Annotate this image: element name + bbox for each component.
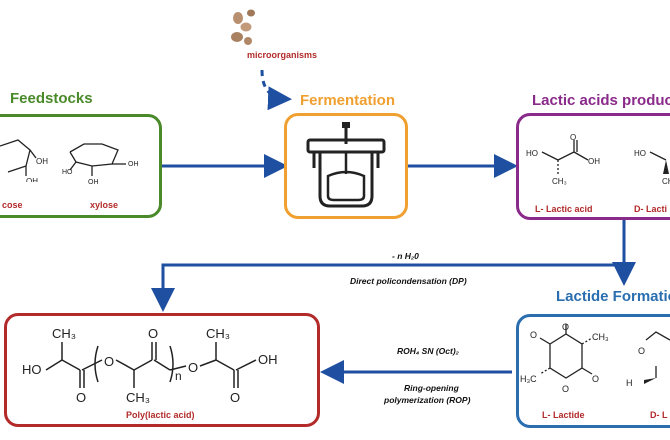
svg-text:H: H — [626, 378, 633, 388]
svg-text:CH₃: CH₃ — [52, 326, 76, 341]
d-lactic-acid-label: D- Lacti — [634, 204, 668, 214]
svg-text:O: O — [188, 360, 198, 375]
rop-process-line1: Ring-opening — [404, 383, 459, 393]
d-lactide-structure: O H — [626, 331, 670, 388]
l-lactide-structure: O O O O CH₃ H₃C — [520, 322, 609, 394]
rop-process-line2: polymerization (ROP) — [384, 395, 471, 405]
dp-process-label: Direct policondensation (DP) — [350, 276, 467, 286]
svg-text:OH: OH — [26, 177, 38, 182]
arrow-microorganisms-dashed — [260, 69, 292, 111]
microorganisms-icon — [231, 9, 255, 45]
l-lactide-label: L- Lactide — [542, 410, 585, 420]
feedstocks-title: Feedstocks — [10, 90, 93, 107]
lactide-box — [516, 314, 670, 428]
lactic-box — [516, 113, 670, 220]
pla-label: Poly(lactic acid) — [126, 410, 195, 420]
svg-text:O: O — [638, 346, 645, 356]
svg-text:O: O — [592, 374, 599, 384]
svg-text:HO: HO — [526, 149, 538, 158]
svg-text:HO: HO — [634, 149, 646, 158]
lactide-title: Lactide Formatio — [556, 288, 670, 305]
pla-structure: HO CH₃ O O CH₃ O n O CH₃ O OH — [22, 326, 278, 405]
svg-text:O: O — [562, 384, 569, 394]
l-lactic-acid-structure: HO O OH CH₃ — [526, 134, 600, 186]
svg-text:OH: OH — [88, 179, 99, 186]
svg-text:n: n — [175, 369, 182, 383]
arrow-direct-policondensation — [151, 263, 624, 312]
svg-text:CH₃: CH₃ — [552, 177, 567, 186]
svg-text:OH: OH — [588, 157, 600, 166]
svg-text:O: O — [530, 330, 537, 340]
svg-text:CH₃: CH₃ — [592, 332, 609, 342]
svg-text:O: O — [570, 134, 576, 142]
glucose-structure: OH OH — [0, 139, 48, 182]
l-lactic-acid-label: L- Lactic acid — [535, 204, 593, 214]
svg-text:O: O — [76, 390, 86, 405]
svg-text:OH: OH — [36, 157, 48, 166]
svg-text:HO: HO — [22, 362, 42, 377]
svg-text:H₃C: H₃C — [520, 374, 537, 384]
feedstocks-box — [0, 114, 162, 218]
svg-text:O: O — [148, 326, 158, 341]
svg-text:CH₃: CH₃ — [126, 390, 150, 405]
pla-box — [4, 313, 320, 427]
xylose-label: xylose — [90, 200, 119, 210]
rop-reagent-label: ROH₄ SN (Oct)₂ — [397, 346, 459, 356]
xylose-structure: HO OH OH — [62, 143, 139, 186]
fermentation-title: Fermentation — [300, 92, 396, 109]
microorganisms-label: microorganisms — [247, 50, 318, 60]
d-lactide-label: D- L — [650, 410, 668, 420]
svg-text:HO: HO — [62, 169, 73, 176]
d-lactic-acid-structure: HO CH — [634, 149, 670, 186]
dp-reagent-label: - n H₂0 — [392, 251, 419, 261]
bioreactor-icon — [306, 122, 386, 208]
svg-text:CH₃: CH₃ — [206, 326, 230, 341]
sugar1-label: cose — [2, 200, 23, 210]
svg-text:O: O — [230, 390, 240, 405]
svg-text:CH: CH — [662, 177, 670, 186]
svg-text:O: O — [104, 354, 114, 369]
lactic-title: Lactic acids produc — [532, 92, 670, 109]
svg-text:OH: OH — [258, 352, 278, 367]
svg-text:OH: OH — [128, 161, 139, 168]
